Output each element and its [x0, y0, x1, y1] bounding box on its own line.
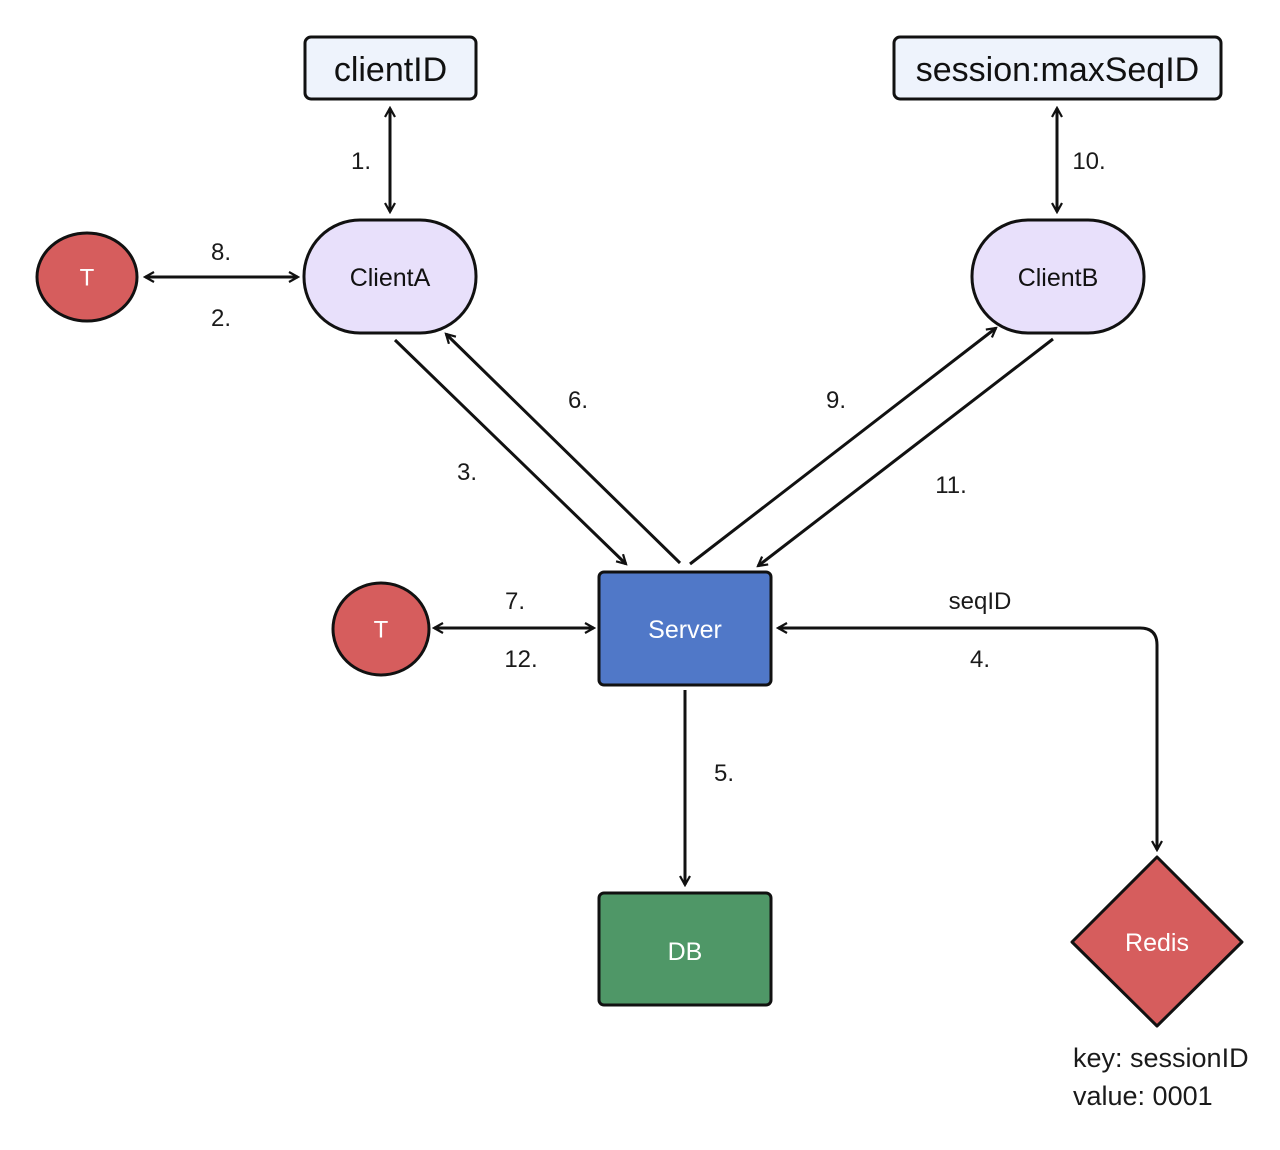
- node-session-maxseqid: session:maxSeqID: [892, 35, 1223, 101]
- redis-label: Redis: [1125, 929, 1189, 957]
- edge-label-step3: 3.: [456, 459, 478, 486]
- db-box: [597, 891, 773, 1007]
- edge-server-redis: [778, 628, 1157, 850]
- edge-clienta-server: [393, 338, 626, 564]
- edge-label-step6: 6.: [567, 387, 589, 414]
- edge-label-step9: 9.: [825, 387, 847, 414]
- node-server: Server: [597, 570, 773, 687]
- edge-label-step11: 11.: [935, 472, 967, 499]
- node-db: DB: [597, 891, 773, 1007]
- node-clientid: clientID: [303, 35, 478, 101]
- clientid-box: [303, 35, 478, 101]
- edges: [145, 108, 1157, 885]
- redis-note-key: key: sessionID: [1073, 1043, 1249, 1073]
- timer-mid-circle: [331, 581, 431, 677]
- server-box: [597, 570, 773, 687]
- node-client-a: ClientA: [302, 218, 478, 335]
- edge-clientb-server: [758, 337, 1054, 566]
- client-b-label: ClientB: [1018, 264, 1099, 292]
- session-maxseqid-label: session:maxSeqID: [916, 51, 1199, 89]
- client-a-label: ClientA: [350, 264, 431, 292]
- redis-note-value: value: 0001: [1073, 1081, 1213, 1111]
- node-timer-left: T: [35, 231, 139, 323]
- db-label: DB: [668, 938, 703, 966]
- clientid-label: clientID: [334, 51, 447, 89]
- timer-left-label: T: [80, 265, 95, 292]
- edge-label-step8: 8.: [210, 239, 232, 266]
- edge-server-clientb: [689, 328, 996, 566]
- edge-label-seqid: seqID: [948, 588, 1012, 615]
- node-timer-mid: T: [331, 581, 431, 677]
- edge-label-step10: 10.: [1072, 148, 1106, 175]
- edge-label-step5: 5.: [713, 760, 735, 787]
- server-label: Server: [648, 616, 722, 644]
- node-client-b: ClientB: [970, 218, 1146, 335]
- edge-label-step4: 4.: [969, 646, 991, 673]
- node-redis: Redis: [1070, 855, 1244, 1028]
- redis-diamond: [1070, 855, 1244, 1028]
- edge-server-clienta: [446, 334, 682, 565]
- edge-label-step7: 7.: [504, 588, 526, 615]
- edge-label-step2: 2.: [210, 305, 232, 332]
- session-maxseqid-box: [892, 35, 1223, 101]
- client-a-shape: [302, 218, 478, 335]
- edge-label-step12: 12.: [504, 646, 538, 673]
- client-b-shape: [970, 218, 1146, 335]
- edge-label-step1: 1.: [350, 148, 372, 175]
- timer-mid-label: T: [374, 617, 389, 644]
- timer-left-circle: [35, 231, 139, 323]
